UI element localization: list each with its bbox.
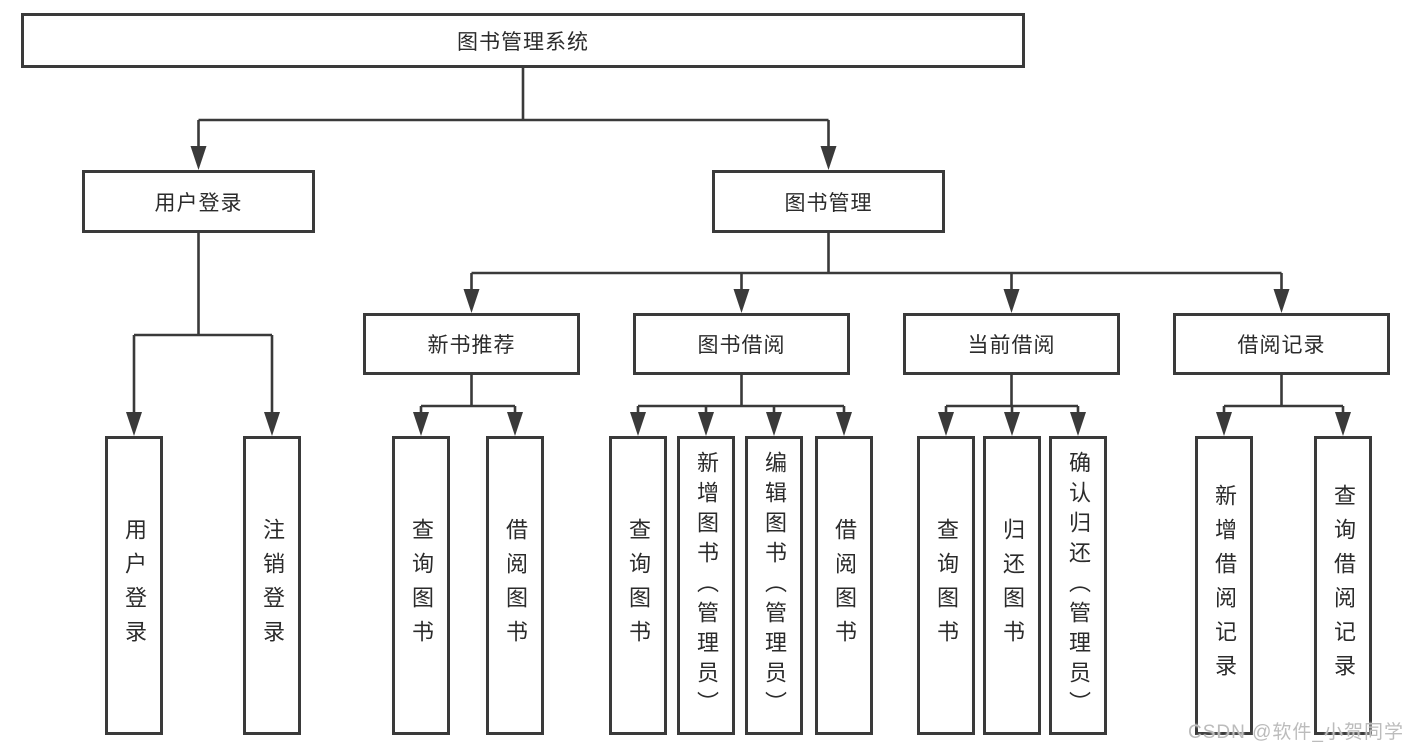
connector-arrowheads [126, 146, 1351, 436]
leaf-query-books-current-label: 查询图书 [934, 517, 959, 654]
leaf-query-books-recommend: 查询图书 [392, 436, 450, 735]
leaf-edit-book-admin: 编辑图书（管理员） [745, 436, 803, 735]
node-root: 图书管理系统 [21, 13, 1025, 68]
node-user-login: 用户登录 [82, 170, 315, 233]
node-current-borrow: 当前借阅 [903, 313, 1120, 375]
leaf-borrow-books-recommend: 借阅图书 [486, 436, 544, 735]
leaf-query-books-recommend-label: 查询图书 [409, 517, 434, 654]
leaf-confirm-return-admin-label: 确认归还（管理员） [1066, 450, 1091, 721]
leaf-query-borrow-record: 查询借阅记录 [1314, 436, 1372, 735]
leaf-borrow-books-recommend-label: 借阅图书 [503, 517, 528, 654]
leaf-borrow-books: 借阅图书 [815, 436, 873, 735]
node-new-book-recommend: 新书推荐 [363, 313, 580, 375]
leaf-return-book: 归还图书 [983, 436, 1041, 735]
leaf-confirm-return-admin: 确认归还（管理员） [1049, 436, 1107, 735]
leaf-query-books-borrow-label: 查询图书 [626, 517, 651, 654]
leaf-add-book-admin-label: 新增图书（管理员） [694, 450, 719, 721]
node-book-borrow-label: 图书借阅 [697, 334, 786, 357]
leaf-return-book-label: 归还图书 [1000, 517, 1025, 654]
connector-stems [132, 68, 1345, 418]
node-user-login-label: 用户登录 [154, 191, 243, 215]
leaf-edit-book-admin-label: 编辑图书（管理员） [762, 450, 787, 721]
node-current-borrow-label: 当前借阅 [967, 334, 1056, 357]
leaf-logout: 注销登录 [243, 436, 301, 735]
leaf-user-login: 用户登录 [105, 436, 163, 735]
leaf-add-borrow-record-label: 新增借阅记录 [1212, 483, 1237, 688]
leaf-add-borrow-record: 新增借阅记录 [1195, 436, 1253, 735]
node-borrow-records-label: 借阅记录 [1237, 334, 1326, 357]
leaf-query-books-current: 查询图书 [917, 436, 975, 735]
node-borrow-records: 借阅记录 [1173, 313, 1390, 375]
leaf-logout-label: 注销登录 [260, 517, 285, 654]
node-book-borrow: 图书借阅 [633, 313, 850, 375]
node-book-management-label: 图书管理 [784, 191, 873, 215]
leaf-query-books-borrow: 查询图书 [609, 436, 667, 735]
csdn-watermark: CSDN @软件_小贺同学 [1188, 722, 1404, 743]
leaf-add-book-admin: 新增图书（管理员） [677, 436, 735, 735]
node-book-management: 图书管理 [712, 170, 945, 233]
node-root-label: 图书管理系统 [457, 30, 589, 54]
leaf-borrow-books-label: 借阅图书 [832, 517, 857, 654]
leaf-user-login-label: 用户登录 [122, 517, 147, 654]
node-new-book-recommend-label: 新书推荐 [427, 334, 516, 357]
leaf-query-borrow-record-label: 查询借阅记录 [1331, 483, 1356, 688]
